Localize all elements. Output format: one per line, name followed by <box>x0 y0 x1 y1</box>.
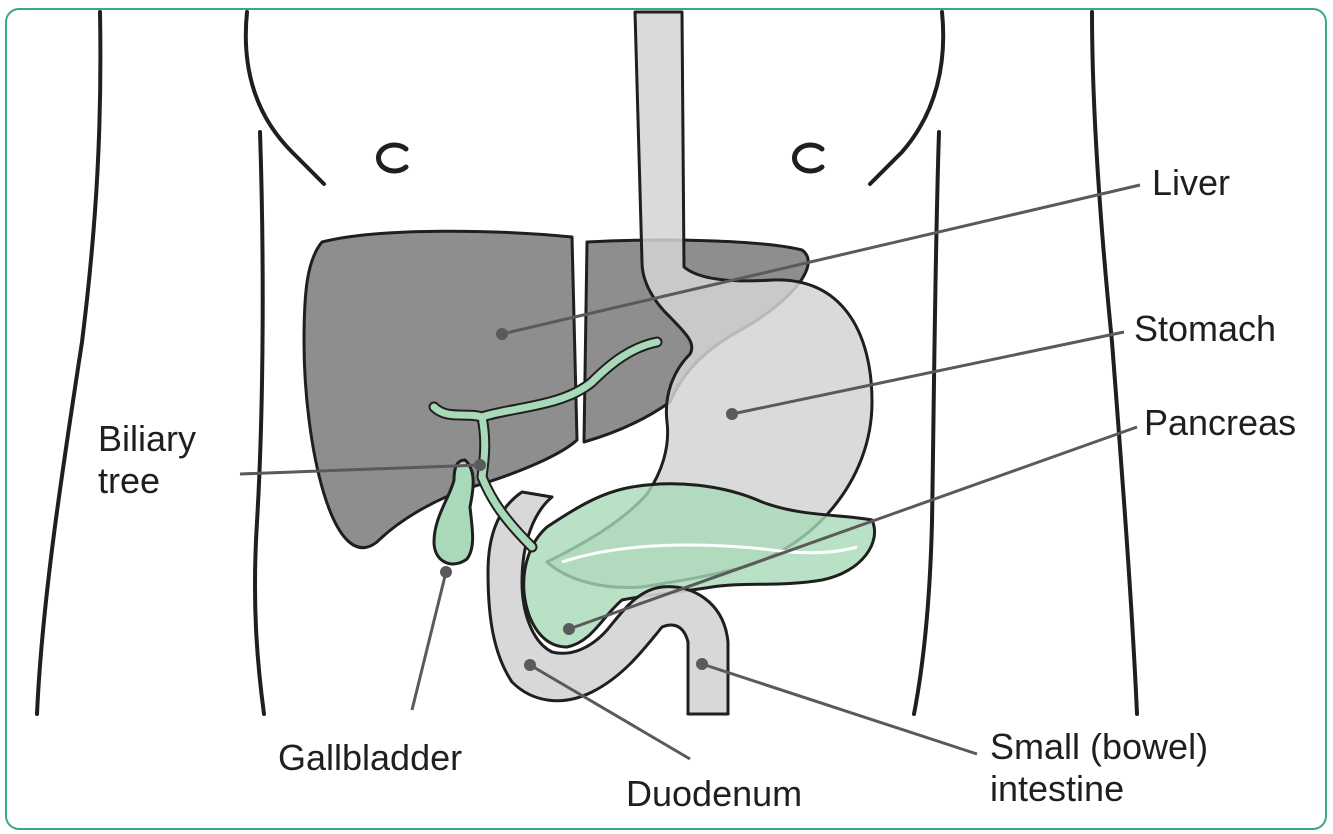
label-gallbladder: Gallbladder <box>278 737 462 779</box>
label-liver: Liver <box>1152 162 1230 204</box>
anatomy-illustration <box>7 10 1327 830</box>
diagram-frame <box>5 8 1327 830</box>
label-biliary-tree-line1: Biliary <box>98 418 196 460</box>
label-small-intestine-line2: intestine <box>990 768 1208 810</box>
leader-gallbladder <box>412 572 446 710</box>
label-small-intestine: Small (bowel) intestine <box>990 726 1208 811</box>
nipples <box>378 145 822 171</box>
label-stomach: Stomach <box>1134 308 1276 350</box>
leader-small-intestine <box>702 664 977 754</box>
label-small-intestine-line1: Small (bowel) <box>990 726 1208 768</box>
label-biliary-tree-line2: tree <box>98 460 196 502</box>
label-biliary-tree: Biliary tree <box>98 418 196 503</box>
label-pancreas: Pancreas <box>1144 402 1296 444</box>
label-duodenum: Duodenum <box>626 773 802 815</box>
